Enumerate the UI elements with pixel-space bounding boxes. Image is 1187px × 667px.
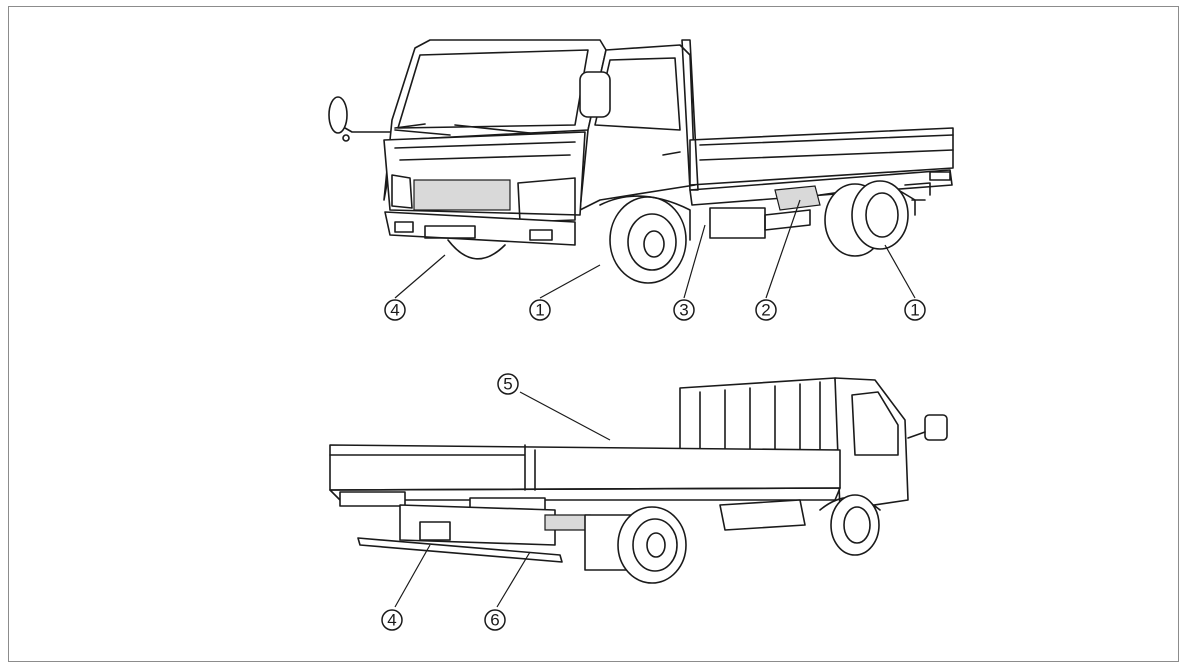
headlamp-left [391,174,413,209]
truck-front-view [328,39,954,284]
side-mirror-left [328,96,391,142]
side-mirror-right [579,71,611,118]
headlamp-right [517,177,576,223]
rear-lamp [339,491,406,507]
svg-text:3: 3 [679,301,688,320]
chassis-rail [689,169,953,206]
front-wheel-rear-view [819,494,881,556]
rear-wheel [819,180,916,257]
callout-top-3: 3 [673,299,695,321]
grille [413,179,511,211]
callout-bottom-5: 5 [497,373,519,395]
svg-text:5: 5 [503,375,512,394]
cab-rear [834,377,909,511]
rear-wheel-rear-view [584,506,687,584]
truck-rear-view [329,377,948,584]
windshield [397,49,589,129]
leader-top-2 [765,199,801,299]
callout-top-1b: 1 [904,299,926,321]
svg-text:2: 2 [761,301,770,320]
cab-window [851,391,899,456]
leader-bottom-4 [394,544,431,608]
svg-text:1: 1 [535,301,544,320]
leader-top-3 [683,224,706,299]
leader-top-4 [394,254,446,299]
rear-plate [419,521,451,541]
rear-body-lower [399,504,556,546]
propeller-shaft [764,209,811,231]
callout-bottom-4: 4 [381,609,403,631]
svg-text:4: 4 [390,301,399,320]
leader-bottom-6 [496,551,531,608]
callout-top-4: 4 [384,299,406,321]
front-plate [424,225,476,239]
cab-mirror [924,414,948,441]
cargo-bed-rear [329,444,841,491]
tow-hook-area [774,185,821,211]
headboard-post [681,39,699,191]
callout-top-2: 2 [755,299,777,321]
front-bumper [384,211,576,246]
tow-hitch [544,514,591,531]
wipers [394,123,531,136]
fuel-tank-rear [719,499,806,531]
callout-bottom-6: 6 [484,609,506,631]
rear-underrun-bar [357,537,563,563]
leader-top-1a [539,264,601,299]
svg-text:6: 6 [490,611,499,630]
headboard-rack [679,377,841,456]
svg-text:4: 4 [387,611,396,630]
leader-bottom-5 [519,391,611,441]
leader-top-1b [884,244,916,299]
callout-top-1a: 1 [529,299,551,321]
fuel-tank [709,207,766,239]
svg-text:1: 1 [910,301,919,320]
